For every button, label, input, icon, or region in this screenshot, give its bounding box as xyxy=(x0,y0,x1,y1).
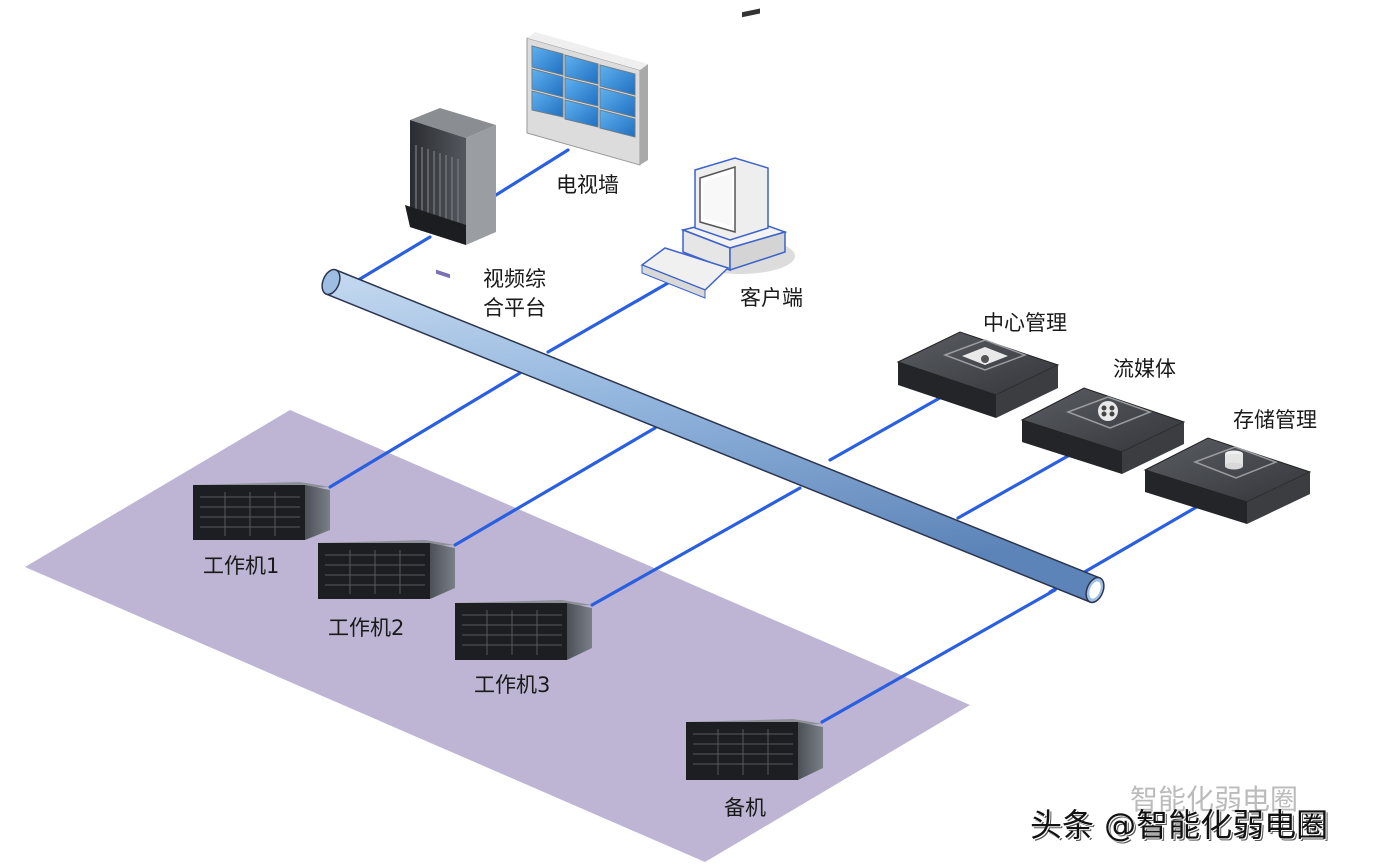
link-ws3-backbone xyxy=(590,486,802,607)
label-workstation-2: 工作机2 xyxy=(328,616,405,640)
link-standby-backbone xyxy=(820,588,1057,724)
label-video-platform: 视频综 合平台 xyxy=(483,267,546,320)
link-centermgmt-backbone xyxy=(828,393,947,462)
link-streaming-backbone xyxy=(956,450,1077,520)
label-storage-mgmt: 存储管理 xyxy=(1233,408,1317,432)
label-tv-wall: 电视墙 xyxy=(556,173,619,197)
watermark-text: 头条 @智能化弱电圈 xyxy=(1030,806,1329,844)
link-platform-backbone xyxy=(348,235,432,287)
label-streaming: 流媒体 xyxy=(1113,357,1176,381)
link-ws2-backbone xyxy=(453,426,657,547)
tower-server-ws3 xyxy=(455,600,592,660)
database-icon xyxy=(1225,450,1243,470)
network-backbone-pipe xyxy=(321,268,1105,604)
tower-server-ws2 xyxy=(318,540,455,599)
label-workstation-3: 工作机3 xyxy=(474,673,551,697)
settings-document-icon xyxy=(962,347,1008,365)
chassis-switch-icon xyxy=(405,108,496,279)
label-center-mgmt: 中心管理 xyxy=(983,311,1067,335)
tower-server-standby xyxy=(686,719,823,780)
film-reel-icon xyxy=(1098,401,1118,421)
label-client: 客户端 xyxy=(740,286,803,310)
rack-server-streaming xyxy=(1020,387,1186,474)
rack-server-storage xyxy=(1143,437,1312,524)
watermark-ghost-text: 智能化弱电圈 xyxy=(1130,783,1299,816)
desktop-computer-icon xyxy=(640,8,795,299)
rack-server-center-mgmt xyxy=(896,331,1060,418)
link-ws1-backbone xyxy=(328,371,522,489)
label-standby: 备机 xyxy=(724,796,766,820)
link-client-backbone xyxy=(546,281,670,354)
video-wall-icon xyxy=(526,32,648,166)
tower-server-ws1 xyxy=(193,482,330,540)
label-workstation-1: 工作机1 xyxy=(203,554,280,578)
